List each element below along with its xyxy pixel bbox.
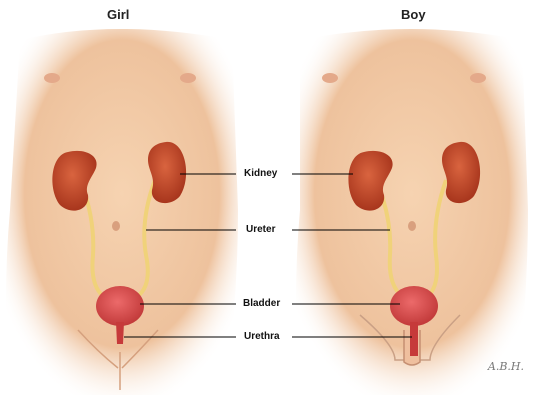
girl-figure: [6, 29, 238, 395]
leader-lines: [124, 173, 412, 338]
girl-left-nipple: [44, 73, 60, 83]
girl-bladder: [96, 286, 144, 326]
girl-navel: [112, 221, 120, 231]
girl-left-kidney: [52, 150, 97, 211]
kidney-label: Kidney: [244, 168, 278, 179]
girl-urethra: [116, 322, 124, 344]
girl-right-kidney: [148, 141, 187, 204]
girl-groin-line-left: [77, 329, 119, 369]
ureter-label: Ureter: [246, 224, 276, 235]
girl-title: Girl: [107, 7, 130, 22]
boy-left-kidney: [348, 150, 393, 211]
boy-navel: [408, 221, 416, 231]
boy-right-ureter: [426, 179, 448, 298]
artist-signature: A.B.H.: [487, 360, 524, 373]
boy-left-nipple: [322, 73, 338, 83]
boy-title: Boy: [401, 7, 426, 22]
boy-right-nipple: [470, 73, 486, 83]
girl-right-nipple: [180, 73, 196, 83]
girl-left-ureter: [80, 184, 105, 298]
boy-figure: [296, 29, 528, 395]
bladder-label: Bladder: [243, 298, 281, 309]
boy-urethra: [410, 322, 418, 356]
girl-groin-line-right: [121, 329, 159, 369]
boy-left-ureter: [376, 184, 404, 298]
boy-bladder: [390, 286, 438, 326]
urethra-label: Urethra: [244, 331, 280, 342]
girl-right-ureter: [136, 179, 157, 298]
boy-right-kidney: [442, 141, 481, 204]
